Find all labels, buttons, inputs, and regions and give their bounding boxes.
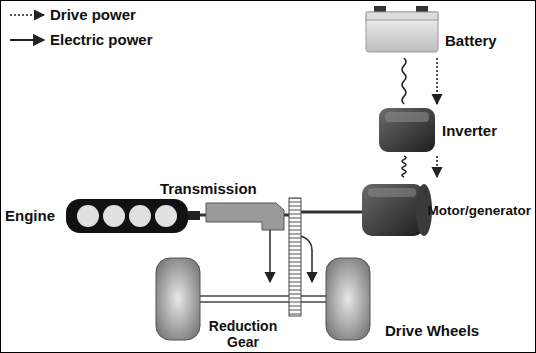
motor-generator-node: Motor/generator <box>355 178 533 240</box>
transmission-output-arrow <box>269 230 271 282</box>
legend-text: Electric power <box>50 31 153 48</box>
drive-power-arrow <box>436 58 438 104</box>
component-label: Inverter <box>442 122 497 139</box>
legend-text: Drive power <box>50 6 136 23</box>
component-label: Motor/generator <box>427 202 531 219</box>
axle <box>200 295 326 297</box>
inverter-drawing <box>379 108 435 152</box>
right-wheel <box>326 258 370 340</box>
component-label: Transmission <box>160 180 257 197</box>
drive-power-sample <box>10 14 44 16</box>
battery-drawing <box>366 6 438 52</box>
component-label: Reduction Gear <box>200 318 286 350</box>
electric-power-wire <box>402 156 406 177</box>
drive-power-arrow <box>436 156 438 177</box>
inverter-node: Inverter <box>375 105 510 155</box>
gear-output-arrow <box>301 236 312 282</box>
transmission-drawing <box>206 203 284 230</box>
motor-generator-drawing <box>362 184 432 236</box>
component-label: Drive Wheels <box>385 322 479 339</box>
electric-power-wire <box>402 58 406 104</box>
engine-drawing <box>66 199 200 233</box>
component-label: Battery <box>445 32 497 49</box>
engine-node: Engine <box>5 195 205 237</box>
axle <box>200 301 326 303</box>
component-label: Engine <box>5 207 55 224</box>
motor-shaft <box>301 211 362 214</box>
left-wheel <box>156 258 200 340</box>
reduction-gear-drawing <box>289 198 301 316</box>
transmission-node: Transmission <box>160 180 288 232</box>
reduction-gear-node: Reduction Gear <box>200 318 288 352</box>
electric-power-sample <box>10 39 44 41</box>
drive-wheels-node: Drive Wheels <box>385 322 515 342</box>
battery-node: Battery <box>365 5 510 57</box>
